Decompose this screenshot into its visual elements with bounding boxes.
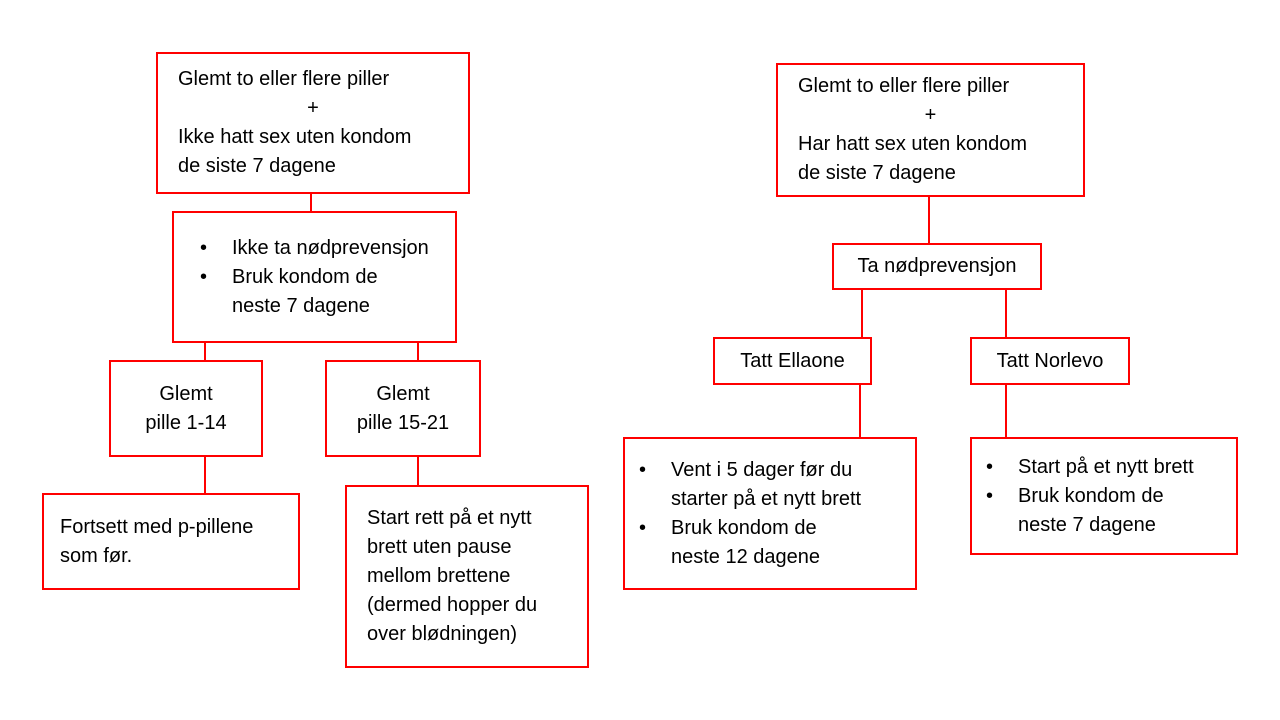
- connector-pill-1-14-to-continue: [204, 457, 206, 493]
- node-continue-as-before: Fortsett med p-pillene som før.: [42, 493, 300, 590]
- bullet-item: • Bruk kondom de neste 7 dagene: [200, 263, 455, 321]
- bullet-text: Vent i 5 dager før du starter på et nytt…: [671, 458, 862, 510]
- connector-advice-to-pill-15-21: [417, 343, 419, 360]
- bullet-icon: •: [200, 236, 208, 259]
- connector-left-root-to-advice: [310, 194, 312, 211]
- bullet-icon: •: [200, 265, 208, 288]
- connector-right-root-to-action: [928, 197, 930, 243]
- node-taken-ellaone: Tatt Ellaone: [713, 337, 872, 385]
- bullet-icon: •: [639, 516, 647, 539]
- bullet-text: Bruk kondom de neste 7 dagene: [232, 265, 378, 317]
- bullet-item: • Bruk kondom de neste 12 dagene: [639, 514, 915, 572]
- node-text: Glemt pille 15-21: [356, 382, 450, 434]
- node-start-new-pack-no-pause: Start rett på et nytt brett uten pause m…: [345, 485, 589, 668]
- connector-ellaone-to-advice: [859, 385, 861, 437]
- bullet-icon: •: [986, 484, 994, 507]
- connector-advice-to-pill-1-14: [204, 343, 206, 360]
- node-text: Fortsett med p-pillene som før.: [60, 515, 254, 567]
- node-forgot-pill-1-14: Glemt pille 1-14: [109, 360, 263, 457]
- condition-rest: Ikke hatt sex uten kondom de siste 7 dag…: [178, 126, 412, 177]
- bullet-text: Ikke ta nødprevensjon: [232, 236, 429, 259]
- plus-sign: +: [307, 97, 319, 119]
- bullet-icon: •: [986, 455, 994, 478]
- node-norlevo-advice: • Start på et nytt brett • Bruk kondom d…: [970, 437, 1238, 555]
- node-text: Glemt pille 1-14: [145, 382, 227, 434]
- node-no-emergency-advice: • Ikke ta nødprevensjon • Bruk kondom de…: [172, 211, 457, 343]
- connector-pill-15-21-to-new-pack: [417, 457, 419, 485]
- bullet-icon: •: [639, 458, 647, 481]
- plus-sign: +: [924, 104, 937, 126]
- node-text: Start rett på et nytt brett uten pause m…: [367, 507, 538, 645]
- bullet-item: • Start på et nytt brett: [986, 453, 1236, 482]
- bullet-text: Bruk kondom de neste 7 dagene: [1018, 484, 1164, 536]
- condition-line: Glemt to eller flere piller: [178, 68, 390, 90]
- node-forgot-pills-had-sex: Glemt to eller flere piller + Har hatt s…: [776, 63, 1085, 197]
- condition-line: Glemt to eller flere piller: [798, 75, 1010, 97]
- node-forgot-pill-15-21: Glemt pille 15-21: [325, 360, 481, 457]
- connector-action-to-ellaone: [861, 290, 863, 337]
- connector-norlevo-to-advice: [1005, 385, 1007, 437]
- connector-action-to-norlevo: [1005, 290, 1007, 337]
- condition-rest: Har hatt sex uten kondom de siste 7 dage…: [798, 133, 1028, 184]
- node-text: Ta nødprevensjon: [857, 255, 1017, 277]
- bullet-text: Start på et nytt brett: [1018, 455, 1194, 478]
- node-taken-norlevo: Tatt Norlevo: [970, 337, 1130, 385]
- bullet-text: Bruk kondom de neste 12 dagene: [671, 516, 821, 568]
- node-text: Tatt Norlevo: [996, 349, 1104, 372]
- bullet-item: • Vent i 5 dager før du starter på et ny…: [639, 456, 915, 514]
- node-forgot-pills-no-sex: Glemt to eller flere piller + Ikke hatt …: [156, 52, 470, 194]
- node-ellaone-advice: • Vent i 5 dager før du starter på et ny…: [623, 437, 917, 590]
- node-take-emergency-contraception: Ta nødprevensjon: [832, 243, 1042, 290]
- bullet-item: • Bruk kondom de neste 7 dagene: [986, 482, 1236, 540]
- bullet-item: • Ikke ta nødprevensjon: [200, 234, 455, 263]
- node-text: Tatt Ellaone: [740, 349, 845, 372]
